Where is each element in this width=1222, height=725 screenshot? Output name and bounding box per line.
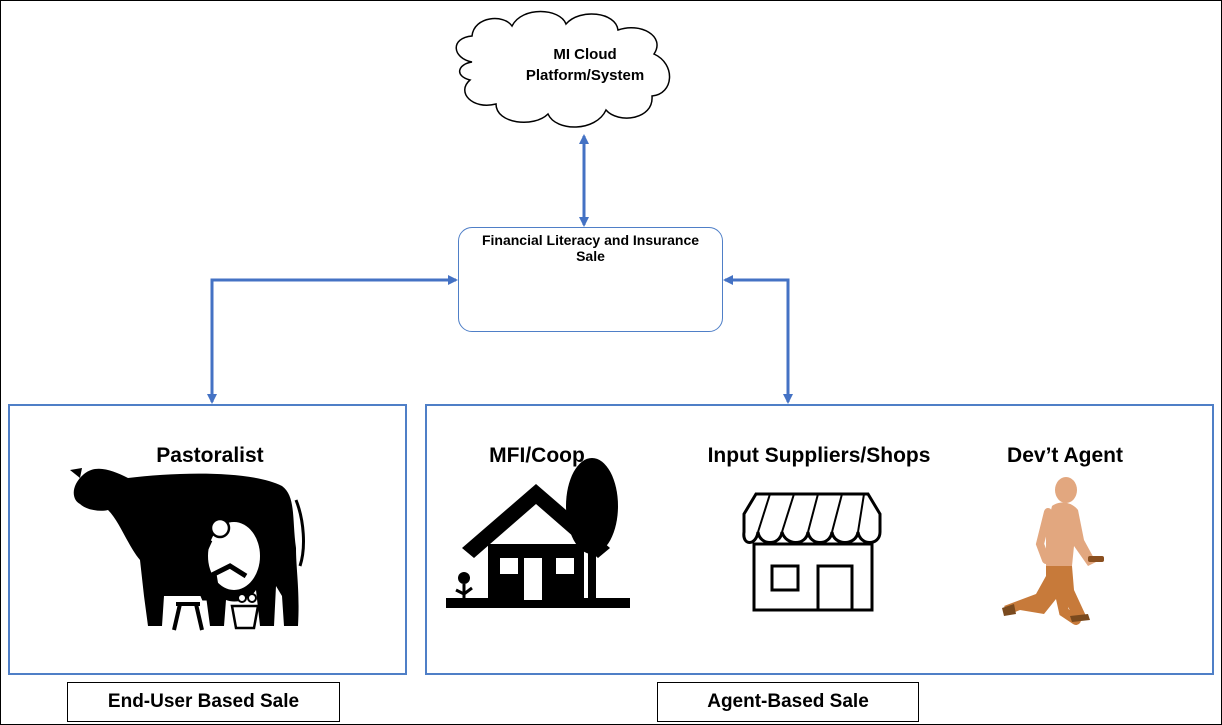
walking-agent-icon [1002, 477, 1104, 625]
pastoralist-heading: Pastoralist [156, 444, 264, 467]
end-user-panel [8, 404, 407, 675]
hub-title: Financial Literacy and Insurance Sale [481, 232, 700, 264]
cloud-label: MI Cloud Platform/System [525, 46, 645, 84]
agent-sale-label: Agent-Based Sale [657, 682, 919, 722]
storefront-icon [742, 492, 882, 612]
cow-milking-icon [70, 468, 305, 631]
input-suppliers-heading: Input Suppliers/Shops [707, 444, 931, 467]
mfi-coop-heading: MFI/Coop [489, 444, 585, 467]
connector-hub-pastoralist [207, 275, 458, 404]
devt-agent-heading: Dev’t Agent [1007, 444, 1123, 467]
cloud-icon [455, 10, 671, 128]
house-tree-icon [446, 458, 630, 608]
connector-hub-agents [723, 275, 793, 404]
hub-box: Financial Literacy and Insurance Sale [458, 227, 723, 332]
end-user-sale-label: End-User Based Sale [67, 682, 340, 722]
